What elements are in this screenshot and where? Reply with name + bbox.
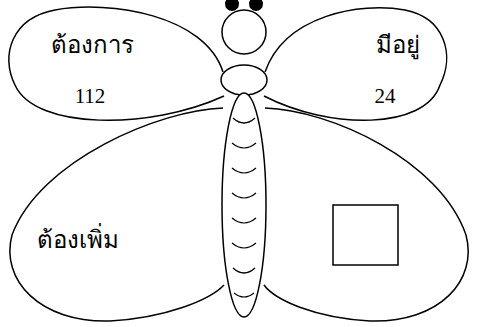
- antenna-tip: [249, 0, 263, 11]
- butterfly-thorax: [221, 65, 267, 95]
- butterfly-head: [222, 10, 266, 54]
- butterfly-wing: [264, 108, 468, 321]
- wing-label: มีอยู่: [376, 31, 420, 60]
- butterfly-wing: [9, 7, 224, 120]
- wing-node: มีอยู่ 24: [262, 0, 462, 135]
- butterfly-abdomen: [222, 93, 266, 317]
- wing-number: 112: [75, 84, 106, 109]
- butterfly-wing: [264, 8, 447, 120]
- butterfly-wing: [10, 108, 224, 321]
- answer-box: [333, 205, 398, 265]
- wing-node: ต้องเพิ่ม: [0, 100, 226, 327]
- wing-label: ต้องเพิ่ม: [37, 226, 119, 255]
- wing-outline: [262, 0, 462, 135]
- wing-outline: [0, 100, 226, 327]
- antenna-tip: [225, 0, 239, 11]
- wing-outline: [0, 0, 226, 135]
- abdomen-segments: [232, 118, 256, 297]
- wing-node: ต้องการ 112: [0, 0, 226, 135]
- wing-label: ต้องการ: [51, 31, 134, 60]
- wing-number: 24: [375, 84, 396, 109]
